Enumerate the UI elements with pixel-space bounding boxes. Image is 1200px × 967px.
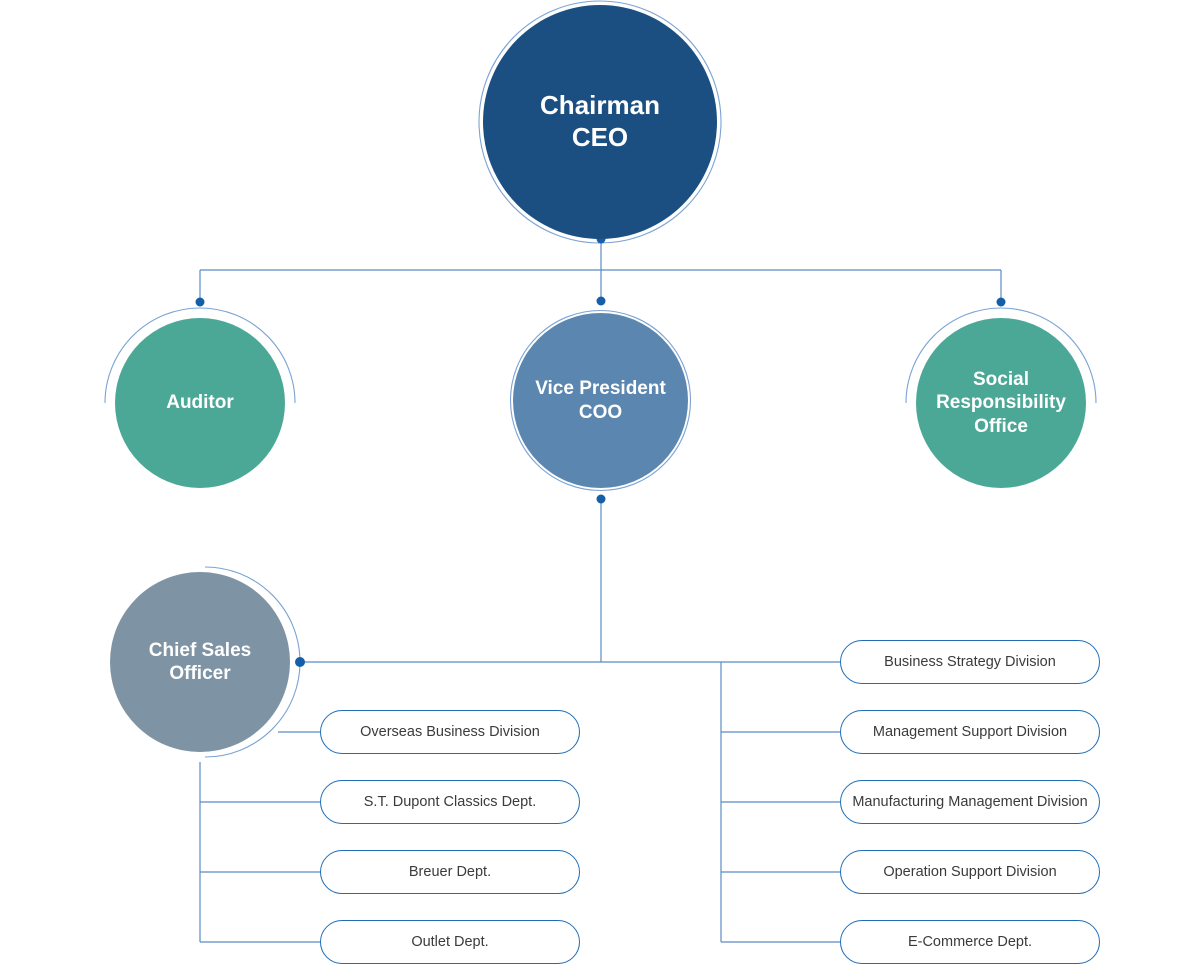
list-item-management-support-division[interactable]: Management Support Division [840,710,1100,754]
node-vice-president-coo-label: Vice President COO [535,378,666,423]
pill-label: Operation Support Division [883,864,1057,880]
node-social-responsibility-office[interactable]: Social Responsibility Office [916,318,1086,488]
list-item-breuer-dept[interactable]: Breuer Dept. [320,850,580,894]
node-auditor-label: Auditor [166,392,234,414]
pill-label: Breuer Dept. [408,864,492,880]
list-item-e-commerce-dept[interactable]: E-Commerce Dept. [840,920,1100,964]
list-item-operation-support-division[interactable]: Operation Support Division [840,850,1100,894]
node-chairman-ceo-label: Chairman CEO [540,90,660,152]
junction-dot-vp-bottom [596,494,606,504]
pill-label: Outlet Dept. [411,934,489,950]
list-item-st-dupont-classics-dept[interactable]: S.T. Dupont Classics Dept. [320,780,580,824]
node-auditor[interactable]: Auditor [115,318,285,488]
node-chief-sales-officer-label: Chief Sales Officer [148,639,252,684]
pill-label: Management Support Division [872,724,1068,740]
node-vice-president-coo[interactable]: Vice President COO [513,313,688,488]
list-item-business-strategy-division[interactable]: Business Strategy Division [840,640,1100,684]
list-item-overseas-business-division[interactable]: Overseas Business Division [320,710,580,754]
node-social-responsibility-office-label: Social Responsibility Office [936,369,1066,437]
junction-dot-auditor [195,297,205,307]
pill-label: E-Commerce Dept. [907,934,1033,950]
junction-dot-social [996,297,1006,307]
node-chief-sales-officer[interactable]: Chief Sales Officer [110,572,290,752]
pill-label: Business Strategy Division [884,654,1056,670]
junction-dot-cso [295,657,305,667]
pill-label: Manufacturing Management Division [852,794,1088,810]
node-chairman-ceo[interactable]: Chairman CEO [483,5,717,239]
list-item-manufacturing-management-division[interactable]: Manufacturing Management Division [840,780,1100,824]
list-item-outlet-dept[interactable]: Outlet Dept. [320,920,580,964]
pill-label: Overseas Business Division [360,724,540,740]
junction-dot-vp-top [596,296,606,306]
pill-label: S.T. Dupont Classics Dept. [363,794,537,810]
